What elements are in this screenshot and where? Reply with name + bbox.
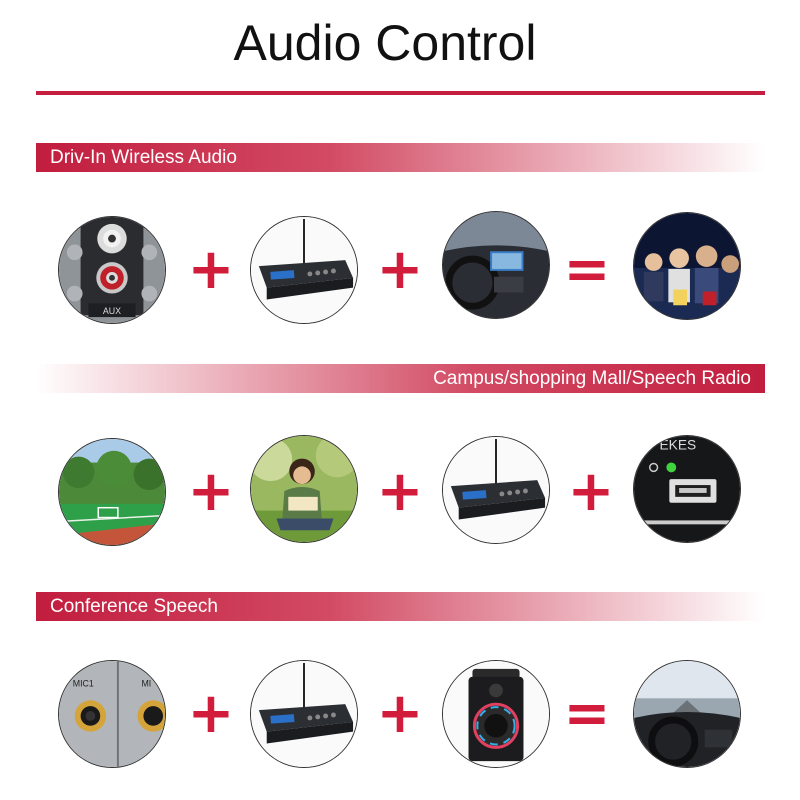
equals-operator: = (563, 681, 611, 746)
student-reading-image (250, 435, 358, 543)
usb-panel-text: EKES (660, 438, 697, 453)
section-banner-campus: Campus/shopping Mall/Speech Radio (36, 364, 765, 393)
driving-car-image (633, 660, 741, 768)
aux-label: AUX (103, 306, 121, 316)
mic-jack-panel-image: MIC1 MI (58, 660, 166, 768)
plus-operator: + (376, 459, 424, 524)
plus-operator: + (187, 237, 235, 302)
equals-operator: = (563, 237, 611, 302)
car-dashboard-image (442, 211, 550, 319)
school-field-image (58, 438, 166, 546)
aux-rca-jack-image: AUX (58, 216, 166, 324)
section-banner-drive-in: Driv-In Wireless Audio (36, 143, 765, 172)
fm-transmitter-image (442, 436, 550, 544)
mic2-label: MI (141, 679, 151, 689)
plus-operator: + (187, 459, 235, 524)
page-title: Audio Control (233, 15, 537, 71)
plus-operator: + (567, 459, 615, 524)
section-banner-conference: Conference Speech (36, 592, 765, 621)
fm-transmitter-image (250, 660, 358, 768)
mic1-label: MIC1 (73, 679, 94, 689)
usb-port-image: EKES (633, 435, 741, 543)
plus-operator: + (376, 681, 424, 746)
cinema-audience-image (633, 212, 741, 320)
title-divider (36, 91, 765, 95)
party-speaker-image (442, 660, 550, 768)
plus-operator: + (187, 681, 235, 746)
plus-operator: + (376, 237, 424, 302)
fm-transmitter-image (250, 216, 358, 324)
